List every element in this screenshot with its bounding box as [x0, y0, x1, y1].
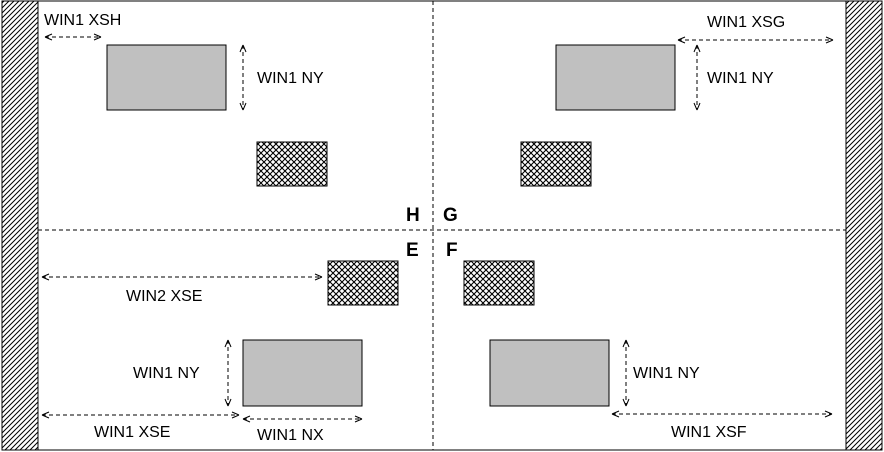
- quadrant-e-label: E: [406, 240, 419, 261]
- win1-ny-label-bl: WIN1 NY: [133, 365, 200, 382]
- win1-nx-label: WIN1 NX: [257, 427, 324, 444]
- win1-xsg-label: WIN1 XSG: [707, 14, 785, 31]
- win1-xsh-arrow: [44, 33, 102, 41]
- win1-xsh-label: WIN1 XSH: [44, 12, 121, 29]
- win1-nx-arrow: [242, 415, 363, 423]
- window-box-h: [106, 44, 227, 111]
- quadrant-g-label: G: [443, 205, 458, 226]
- win1-xse-label: WIN1 XSE: [94, 424, 170, 441]
- win1-ny-label-tr: WIN1 NY: [707, 70, 774, 87]
- window-box-e: [242, 339, 363, 407]
- hatched-box-h: [256, 141, 328, 187]
- win1-ny-arrow-br: [622, 339, 630, 407]
- win1-xsg-arrow: [677, 36, 834, 44]
- quadrant-f-label: F: [446, 240, 458, 261]
- win1-ny-arrow-tr: [693, 44, 701, 111]
- win1-xsf-arrow: [611, 410, 833, 418]
- win1-ny-arrow-tl: [239, 44, 247, 111]
- win1-ny-label-tl: WIN1 NY: [257, 70, 324, 87]
- right-frame: [845, 0, 883, 451]
- hatched-box-f: [463, 260, 535, 306]
- left-frame: [1, 0, 39, 451]
- window-box-f: [489, 339, 610, 407]
- win2-xse-label: WIN2 XSE: [126, 288, 202, 305]
- window-box-g: [555, 44, 676, 111]
- quadrant-h-label: H: [406, 205, 420, 226]
- win2-xse-arrow: [41, 273, 323, 281]
- win1-xsf-label: WIN1 XSF: [671, 424, 747, 441]
- win1-ny-arrow-bl: [224, 339, 232, 407]
- win1-ny-label-br: WIN1 NY: [633, 365, 700, 382]
- win1-xse-arrow: [41, 411, 240, 419]
- hatched-box-e: [327, 260, 399, 306]
- detector-border: [37, 0, 847, 451]
- hatched-box-g: [520, 141, 592, 187]
